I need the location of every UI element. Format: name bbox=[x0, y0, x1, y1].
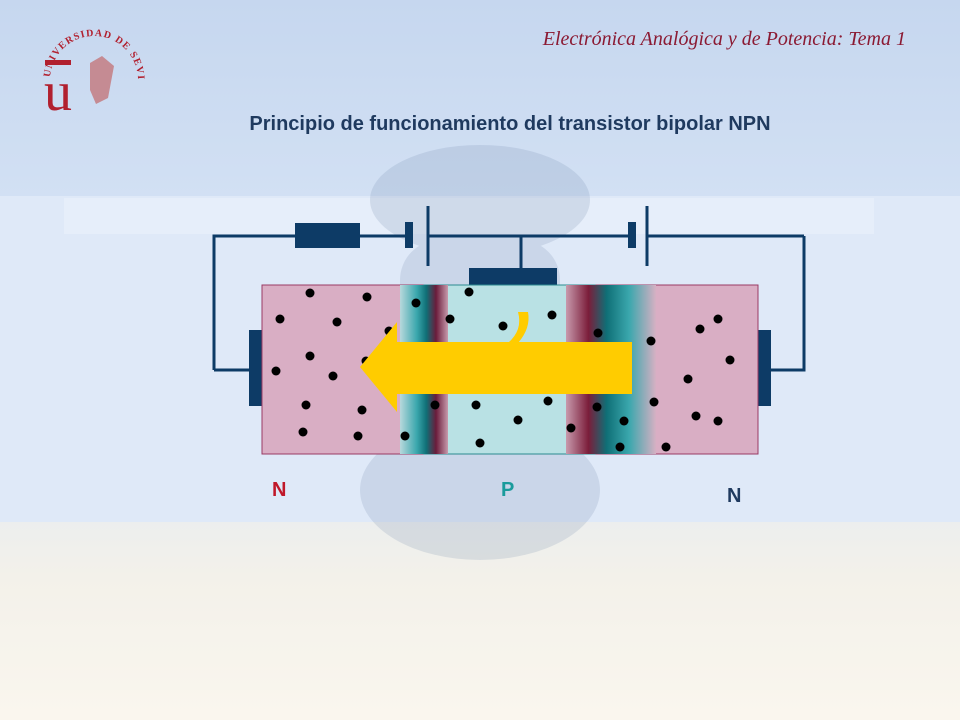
electron-icon bbox=[471, 400, 481, 410]
collector-contact bbox=[758, 330, 771, 406]
electron-icon bbox=[661, 442, 671, 452]
electron-icon bbox=[593, 328, 603, 338]
arrow-left-icon bbox=[360, 312, 632, 412]
electron-icon bbox=[362, 292, 372, 302]
electron-icon bbox=[301, 400, 311, 410]
emitter-label: N bbox=[272, 479, 287, 501]
electron-icon bbox=[357, 405, 367, 415]
course-title: Electrónica Analógica y de Potencia: Tem… bbox=[542, 28, 906, 50]
electron-icon bbox=[305, 351, 315, 361]
electron-icon bbox=[430, 400, 440, 410]
svg-text:u: u bbox=[44, 61, 72, 118]
battery-icon bbox=[628, 206, 649, 266]
electron-icon bbox=[713, 314, 723, 324]
electron-icon bbox=[411, 298, 421, 308]
electron-icon bbox=[445, 314, 455, 324]
electron-icon bbox=[619, 416, 629, 426]
university-logo: UNIVERSIDAD DE SEVILLA u bbox=[38, 18, 145, 118]
electron-icon bbox=[513, 415, 523, 425]
electron-icon bbox=[695, 324, 705, 334]
electron-icon bbox=[332, 317, 342, 327]
content-band-inner bbox=[64, 198, 874, 234]
electron-icon bbox=[298, 427, 308, 437]
electron-icon bbox=[353, 431, 363, 441]
electron-icon bbox=[498, 321, 508, 331]
battery-icon bbox=[405, 206, 430, 266]
resistor-icon bbox=[295, 223, 360, 248]
circuit-wire bbox=[212, 234, 806, 372]
base-label: P bbox=[501, 479, 515, 501]
electron-icon bbox=[683, 374, 693, 384]
emitter-contact bbox=[249, 330, 262, 406]
electron-icon bbox=[566, 423, 576, 433]
electron-icon bbox=[400, 431, 410, 441]
electron-icon bbox=[713, 416, 723, 426]
electron-icon bbox=[547, 310, 557, 320]
slide-title: Principio de funcionamiento del transist… bbox=[249, 113, 771, 135]
electron-icon bbox=[475, 438, 485, 448]
electron-carriers bbox=[271, 287, 735, 452]
electron-icon bbox=[725, 355, 735, 365]
electron-icon bbox=[691, 411, 701, 421]
electron-icon bbox=[305, 288, 315, 298]
electron-icon bbox=[275, 314, 285, 324]
collector-label: N bbox=[727, 485, 742, 507]
electron-icon bbox=[649, 397, 659, 407]
electron-icon bbox=[543, 396, 553, 406]
electron-icon bbox=[464, 287, 474, 297]
electron-icon bbox=[328, 371, 338, 381]
electron-icon bbox=[615, 442, 625, 452]
base-contact bbox=[469, 268, 557, 286]
electron-icon bbox=[646, 336, 656, 346]
electron-icon bbox=[592, 402, 602, 412]
electron-icon bbox=[271, 366, 281, 376]
